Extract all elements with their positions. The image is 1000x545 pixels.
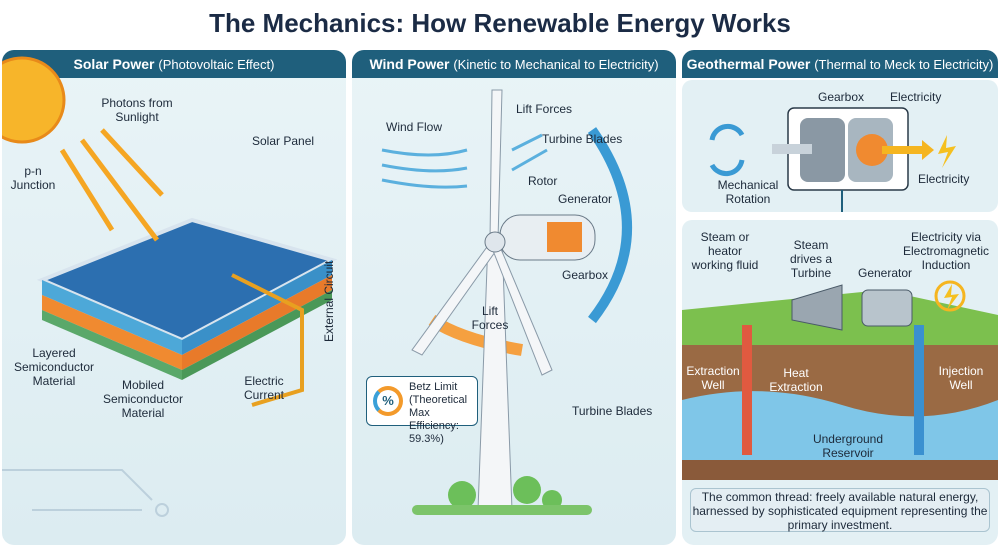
label-lift-forces-left: Lift Forces (471, 304, 509, 332)
label-turbine-blades-bottom: Turbine Blades (572, 404, 653, 418)
label-steam-drives: Steam drives a Turbine (789, 238, 833, 280)
label-electric-current: Electric Current (243, 374, 284, 402)
wind-turbine-illustration (381, 89, 632, 515)
percent-icon: % (373, 386, 403, 416)
label-electricity-top: Electricity (890, 90, 942, 104)
label-lift-forces-top: Lift Forces (516, 102, 573, 116)
label-turbine-blades-top: Turbine Blades (542, 132, 623, 146)
sun-icon (2, 56, 66, 144)
label-layered: Layered Semiconductor Material (13, 346, 95, 388)
wind-header: Wind Power (Kinetic to Mechanical to Ele… (352, 50, 676, 78)
label-mechanical-rotation: Mechanical Rotation (717, 178, 779, 206)
geothermal-power-section: Geothermal Power (Thermal to Meck to Ele… (682, 50, 998, 545)
wind-power-section: Wind Power (Kinetic to Mechanical to Ele… (352, 50, 676, 545)
label-heat-extraction: Heat Extraction (769, 366, 823, 394)
wind-flow-arrows (381, 133, 548, 189)
label-pn-junction: p-n Junction (10, 164, 56, 192)
rotation-arrow (587, 127, 632, 324)
extraction-well (742, 325, 752, 455)
label-gearbox: Gearbox (562, 268, 609, 282)
label-wind-flow: Wind Flow (386, 120, 443, 134)
label-mobiled: Mobiled Semiconductor Material (102, 378, 184, 420)
external-circuit-wire (231, 273, 304, 407)
betz-limit-callout: %Betz Limit (Theoretical Max Efficiency:… (366, 376, 478, 445)
label-external-circuit: External Circuit (322, 260, 336, 342)
label-photons: Photons from Sunlight (101, 96, 173, 124)
solar-header: Solar Power (Photovoltaic Effect) (2, 50, 346, 78)
label-induction: Electricity via Electromagnetic Inductio… (902, 230, 990, 272)
geothermal-header: Geothermal Power (Thermal to Meck to Ele… (682, 50, 998, 78)
injection-well (914, 325, 924, 455)
turbine-blade (489, 89, 503, 241)
label-generator: Generator (558, 192, 613, 206)
gear-icon (800, 118, 845, 182)
label-generator: Generator (858, 266, 913, 280)
label-reservoir: Underground Reservoir (812, 432, 884, 460)
lightning-icon (938, 135, 956, 168)
solar-panel-section: Solar Power (Photovoltaic Effect) Photon… (2, 50, 346, 545)
rotor-hub (484, 231, 506, 253)
label-electricity-right: Electricity (918, 172, 970, 186)
label-extraction-well: Extraction Well (686, 364, 740, 392)
rotation-icon (709, 123, 745, 177)
summary-note: The common thread: freely available natu… (690, 488, 990, 532)
label-injection-well: Injection Well (938, 364, 984, 392)
generator (861, 289, 913, 327)
gearbox-subpanel: Gearbox Electricity Mechanical Rotation … (682, 80, 998, 212)
turbine (791, 284, 843, 331)
lightning-icon (934, 280, 966, 312)
label-steam-fluid: Steam or heator working fluid (691, 230, 759, 272)
label-gearbox: Gearbox (818, 90, 865, 104)
photon-arrows (59, 128, 164, 242)
generator (547, 222, 582, 252)
page-title: The Mechanics: How Renewable Energy Work… (209, 8, 791, 38)
solar-illustration (2, 56, 338, 517)
label-rotor: Rotor (528, 174, 558, 188)
label-solar-panel: Solar Panel (252, 134, 315, 148)
